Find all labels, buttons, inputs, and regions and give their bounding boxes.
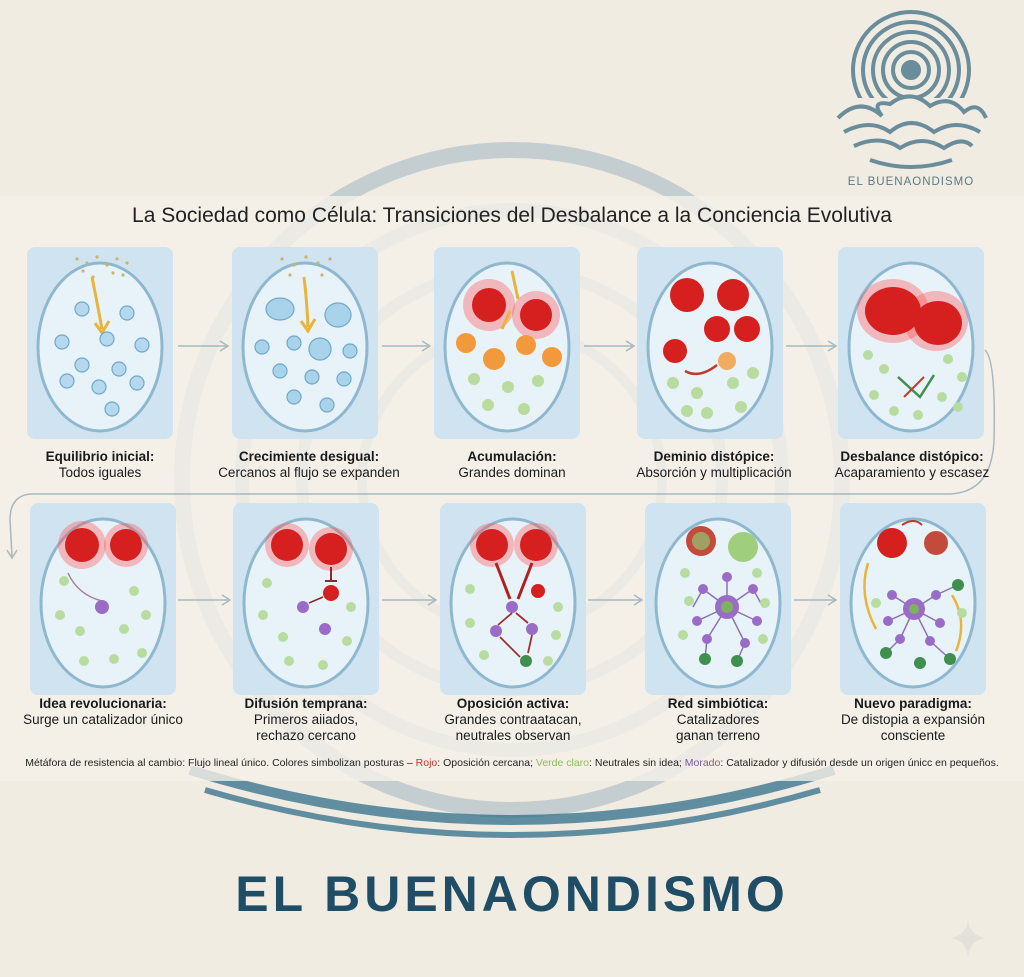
stage-10-heading: Nuevo paradigma: bbox=[813, 696, 1013, 712]
stage-9-caption: Red simbiótica: Catalizadores ganan terr… bbox=[618, 696, 818, 744]
stage-8-heading: Oposición activa: bbox=[413, 696, 613, 712]
stage-3-caption: Acumulación: Grandes dominan bbox=[412, 449, 612, 481]
stage-6-desc: Surge un catalizador único bbox=[3, 712, 203, 728]
stage-10-desc: De distopia a expansión consciente bbox=[813, 712, 1013, 744]
stage-5-caption: Desbalance distópico: Acaparamiento y es… bbox=[812, 449, 1012, 481]
stage-3-desc: Grandes dominan bbox=[412, 465, 612, 481]
stage-5-desc: Acaparamiento y escasez bbox=[812, 465, 1012, 481]
color-legend: Métáfora de resistencia al cambio: Flujo… bbox=[0, 757, 1024, 769]
legend-rojo: Rojo bbox=[416, 757, 438, 769]
stage-4-desc: Absorción y multiplicación bbox=[614, 465, 814, 481]
legend-prefix: Métáfora de resistencia al cambio: Flujo… bbox=[25, 757, 415, 769]
stage-10-caption: Nuevo paradigma: De distopia a expansión… bbox=[813, 696, 1013, 744]
stage-1-caption: Equilibrio inicial: Todos iguales bbox=[0, 449, 200, 481]
stage-3-heading: Acumulación: bbox=[412, 449, 612, 465]
stage-7-caption: Difusión temprana: Primeros aiiados, rec… bbox=[206, 696, 406, 744]
stage-2-caption: Crecimiente desigual: Cercanos al flujo … bbox=[209, 449, 409, 481]
legend-rojo-desc: : Oposición cercana; bbox=[437, 757, 536, 769]
stage-5-heading: Desbalance distópico: bbox=[812, 449, 1012, 465]
stage-9-desc: Catalizadores ganan terreno bbox=[618, 712, 818, 744]
stage-1-heading: Equilibrio inicial: bbox=[0, 449, 200, 465]
stage-9-heading: Red simbiótica: bbox=[618, 696, 818, 712]
legend-morado: Morado bbox=[685, 757, 721, 769]
stage-2-desc: Cercanos al flujo se expanden bbox=[209, 465, 409, 481]
stage-8-desc: Grandes contraatacan, neutrales observan bbox=[413, 712, 613, 744]
stage-7-heading: Difusión temprana: bbox=[206, 696, 406, 712]
legend-morado-desc: : Catalizador y difusión desde un origen… bbox=[720, 757, 998, 769]
stage-4-caption: Deminio distópice: Absorción y multiplic… bbox=[614, 449, 814, 481]
stage-8-caption: Oposición activa: Grandes contraatacan, … bbox=[413, 696, 613, 744]
stage-6-heading: Idea revolucionaria: bbox=[3, 696, 203, 712]
legend-verde: Verde claro bbox=[536, 757, 589, 769]
stage-6-caption: Idea revolucionaria: Surge un catalizado… bbox=[3, 696, 203, 728]
sparkle-icon bbox=[948, 918, 988, 958]
stage-2-heading: Crecimiente desigual: bbox=[209, 449, 409, 465]
stage-4-heading: Deminio distópice: bbox=[614, 449, 814, 465]
stage-7-desc: Primeros aiiados, rechazo cercano bbox=[206, 712, 406, 744]
brand-large: EL BUENAONDISMO bbox=[0, 865, 1024, 923]
legend-verde-desc: : Neutrales sin idea; bbox=[589, 757, 685, 769]
stage-1-desc: Todos iguales bbox=[0, 465, 200, 481]
